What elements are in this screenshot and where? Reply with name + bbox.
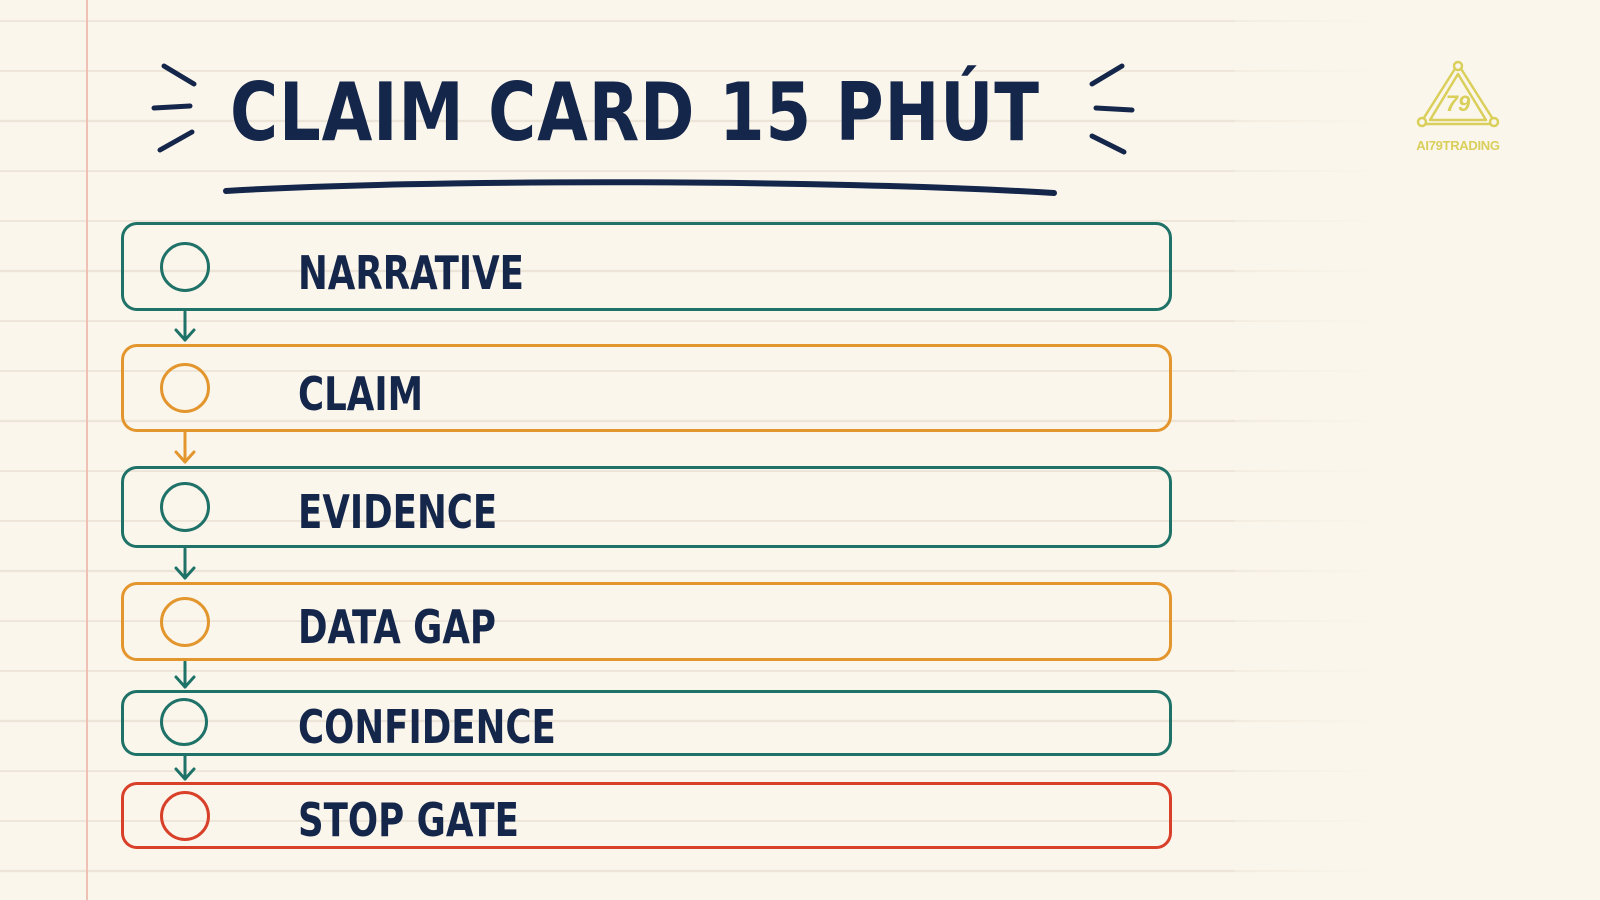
step-circle-icon xyxy=(160,597,210,647)
step-label: CONFIDENCE xyxy=(298,700,556,754)
brand-logo-text: AI79TRADING xyxy=(1416,138,1500,153)
title-underline xyxy=(223,179,1057,196)
step-label: NARRATIVE xyxy=(298,246,525,300)
step-circle-icon xyxy=(160,698,208,746)
connector-arrow-3 xyxy=(174,547,196,580)
brand-logo-icon: 79 xyxy=(1416,60,1500,128)
step-label: CLAIM xyxy=(298,367,424,421)
step-circle-icon xyxy=(160,363,210,413)
step-confidence: CONFIDENCE xyxy=(121,690,1172,756)
step-evidence: EVIDENCE xyxy=(121,466,1172,548)
step-label: EVIDENCE xyxy=(298,485,498,539)
step-narrative: NARRATIVE xyxy=(121,222,1172,311)
step-circle-icon xyxy=(160,242,210,292)
step-stop-gate: STOP GATE xyxy=(121,782,1172,849)
connector-arrow-2 xyxy=(174,431,196,464)
brand-logo-mark: 79 xyxy=(1446,91,1471,116)
title-burst-left xyxy=(151,63,197,153)
step-label: DATA GAP xyxy=(298,600,497,654)
connector-arrow-4 xyxy=(174,660,196,689)
paper-fade xyxy=(1235,0,1600,900)
step-circle-icon xyxy=(160,791,210,841)
title-burst-right xyxy=(1089,63,1135,155)
brand-logo: 79 AI79TRADING xyxy=(1398,58,1518,158)
connector-arrow-5 xyxy=(174,754,196,781)
notebook-margin-line xyxy=(86,0,88,900)
step-circle-icon xyxy=(160,482,210,532)
step-claim: CLAIM xyxy=(121,344,1172,432)
connector-arrow-1 xyxy=(174,310,196,342)
page-title: CLAIM CARD 15 PHÚT xyxy=(230,66,1040,159)
step-data-gap: DATA GAP xyxy=(121,582,1172,661)
step-label: STOP GATE xyxy=(298,793,519,847)
